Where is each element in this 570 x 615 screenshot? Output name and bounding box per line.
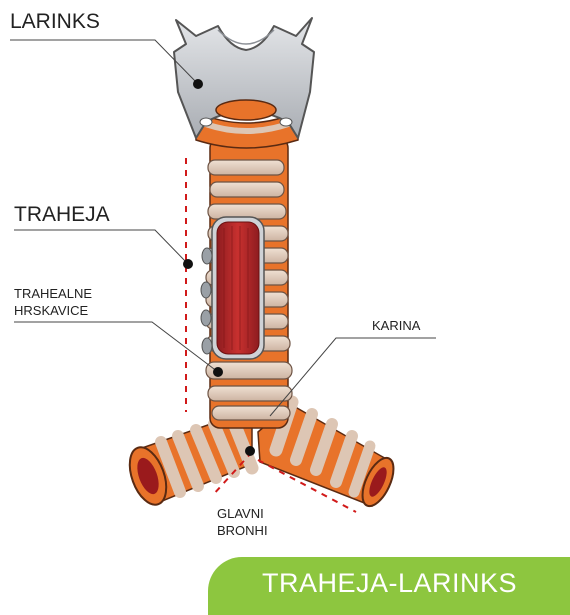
label-tracheal-cartilage-line2: HRSKAVICE	[14, 302, 92, 319]
label-main-bronchi-line1: GLAVNI	[217, 505, 268, 522]
title-text: TRAHEJA-LARINKS	[262, 568, 517, 599]
dot-larinks	[193, 79, 203, 89]
leader-hrskavice	[14, 322, 218, 372]
label-traheja: TRAHEJA	[14, 203, 110, 227]
leader-traheja	[14, 230, 188, 264]
left-main-bronchus	[123, 418, 252, 510]
label-main-bronchi: GLAVNI BRONHI	[217, 505, 268, 539]
trachea	[201, 138, 292, 428]
dot-bronhi	[245, 446, 255, 456]
dot-hrskavice	[213, 367, 223, 377]
leader-larinks	[10, 40, 198, 84]
label-tracheal-cartilage: TRAHEALNE HRSKAVICE	[14, 285, 92, 319]
dot-traheja	[183, 259, 193, 269]
label-larinks: LARINKS	[10, 10, 100, 34]
label-karina: KARINA	[372, 318, 420, 333]
label-main-bronchi-line2: BRONHI	[217, 522, 268, 539]
label-tracheal-cartilage-line1: TRAHEALNE	[14, 285, 92, 302]
